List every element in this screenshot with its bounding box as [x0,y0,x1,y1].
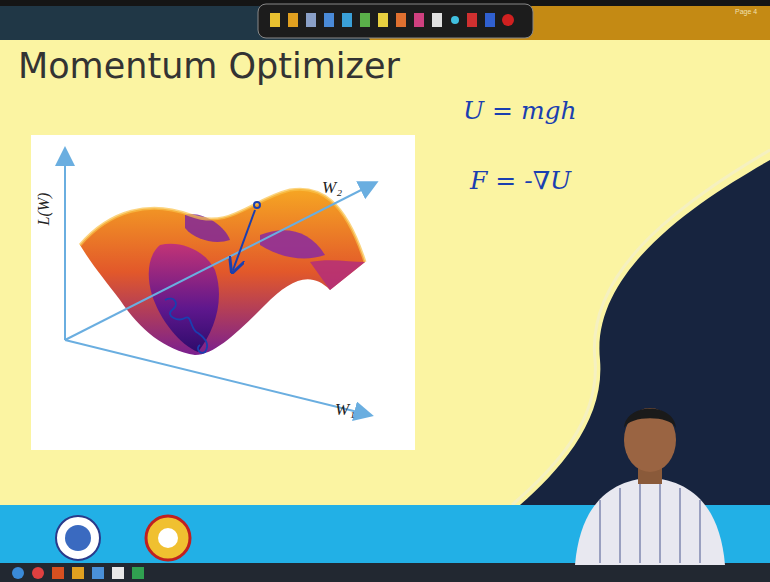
handwritten-equation: F = -∇U [470,166,571,195]
slide-title: Momentum Optimizer [18,46,400,86]
handwritten-equation: U = mgh [463,96,577,125]
page-number: Page 4 [735,8,757,15]
axis-label: L(W) [35,193,53,226]
axis-label: W₁ [335,400,355,420]
axis-label: W₂ [322,178,342,198]
